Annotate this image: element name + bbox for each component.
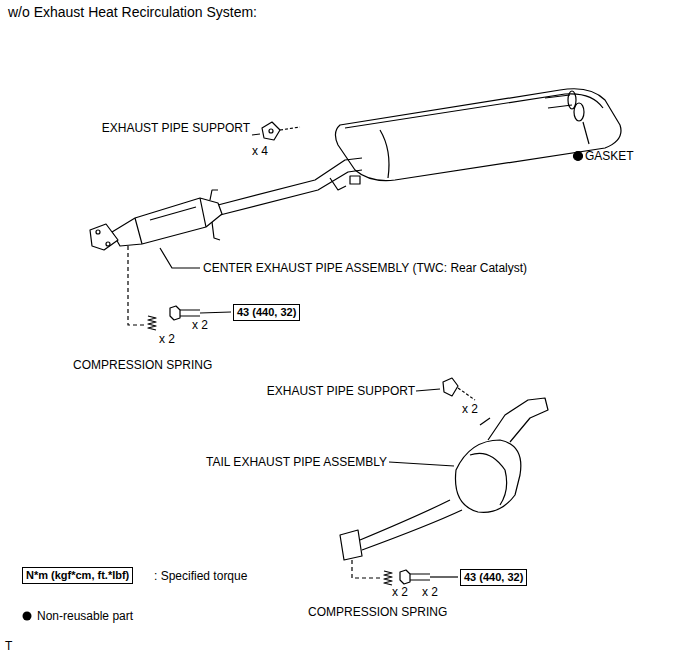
legend-text: Non-reusable part xyxy=(37,609,133,623)
legend-symbol xyxy=(23,612,32,621)
part-label: EXHAUST PIPE SUPPORT xyxy=(102,121,250,135)
part-label: TAIL EXHAUST PIPE ASSEMBLY xyxy=(206,455,387,469)
part-label: COMPRESSION SPRING xyxy=(73,358,212,372)
part-label: GASKET xyxy=(585,149,634,163)
quantity-label: x 4 xyxy=(252,144,268,158)
quantity-label: x 2 xyxy=(159,332,175,346)
torque-box: 43 (440, 32) xyxy=(460,569,527,586)
torque-box: N*m (kgf*cm, ft.*lbf) xyxy=(22,567,133,584)
torque-value: N*m (kgf*cm, ft.*lbf) xyxy=(26,569,129,582)
quantity-label: x 2 xyxy=(392,585,408,599)
torque-value: 43 (440, 32) xyxy=(237,306,296,319)
part-label: CENTER EXHAUST PIPE ASSEMBLY (TWC: Rear … xyxy=(203,261,527,275)
torque-box: 43 (440, 32) xyxy=(233,304,300,321)
part-label: EXHAUST PIPE SUPPORT xyxy=(267,384,415,398)
quantity-label: x 2 xyxy=(192,318,208,332)
part-label: T xyxy=(5,639,12,653)
quantity-label: x 2 xyxy=(422,585,438,599)
part-label: COMPRESSION SPRING xyxy=(308,605,447,619)
quantity-label: x 2 xyxy=(462,402,478,416)
part-label: : Specified torque xyxy=(154,569,247,583)
title: w/o Exhaust Heat Recirculation System: xyxy=(8,4,257,20)
torque-value: 43 (440, 32) xyxy=(464,571,523,584)
